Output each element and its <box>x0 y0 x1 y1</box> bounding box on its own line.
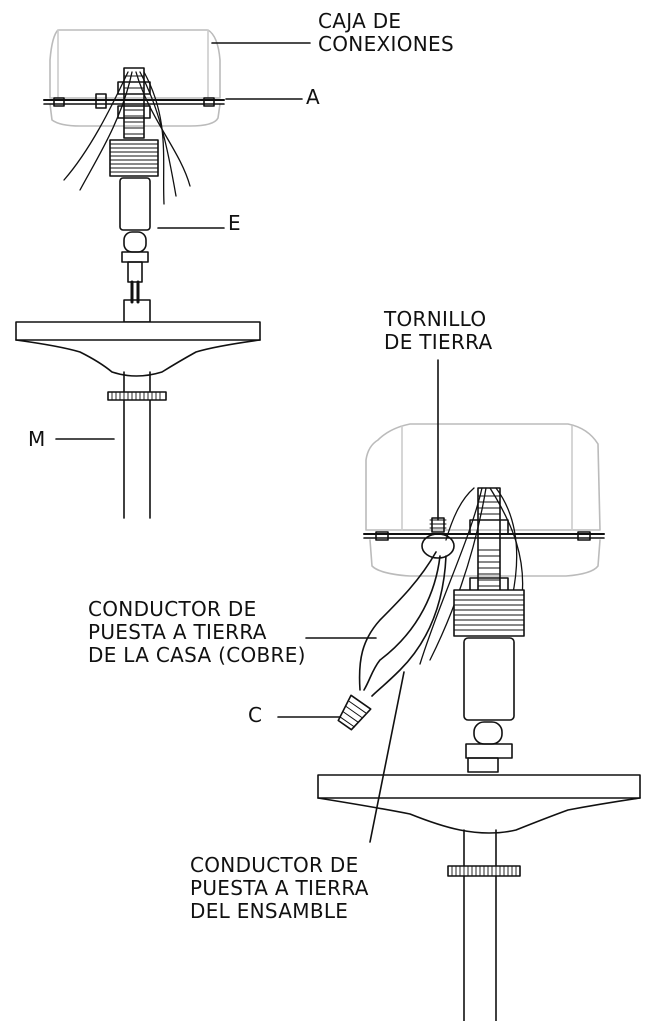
coupling-left <box>109 139 159 177</box>
label-conductor-casa-line-2: PUESTA A TIERRA <box>88 620 267 644</box>
label-a: A <box>306 85 320 109</box>
label-conductor-ensamble-line-1: CONDUCTOR DE <box>190 853 359 877</box>
ground-screw <box>421 359 455 559</box>
downrod-m <box>107 371 167 519</box>
label-conductor-ensamble-line-2: PUESTA A TIERRA <box>190 876 369 900</box>
label-caja-line-2: CONEXIONES <box>318 32 454 56</box>
wires-left <box>63 71 191 205</box>
label-tornillo-de-tierra: TORNILLO DE TIERRA <box>384 308 493 354</box>
downrod-right <box>447 829 521 1021</box>
wire-nut-c <box>337 694 372 731</box>
label-m: M <box>28 427 46 451</box>
label-conductor-casa-line-3: DE LA CASA (COBRE) <box>88 643 306 667</box>
coupling-right <box>453 589 525 637</box>
label-c: C <box>248 703 263 727</box>
right-assembly <box>277 359 641 1021</box>
left-assembly <box>15 29 311 519</box>
canopy-left <box>15 299 261 377</box>
label-caja-de-conexiones: CAJA DE CONEXIONES <box>318 10 454 56</box>
label-conductor-ensamble-line-3: DEL ENSAMBLE <box>190 899 349 923</box>
junction-box-right <box>365 423 601 577</box>
threaded-rod-right <box>469 487 509 599</box>
ground-wires <box>358 551 447 697</box>
canopy-right <box>317 774 641 834</box>
label-conductor-casa: CONDUCTOR DE PUESTA A TIERRA DE LA CASA … <box>88 598 306 667</box>
label-tornillo-line-1: TORNILLO <box>384 307 487 331</box>
label-e: E <box>228 211 241 235</box>
mounting-bracket-a <box>43 93 225 109</box>
label-caja-line-1: CAJA DE <box>318 9 402 33</box>
junction-box-left <box>49 29 221 127</box>
leader-conductor-ensamble <box>369 671 405 843</box>
label-conductor-ensamble: CONDUCTOR DE PUESTA A TIERRA DEL ENSAMBL… <box>190 854 369 923</box>
threaded-rod-left <box>117 67 151 139</box>
hanger-right <box>463 637 515 773</box>
hanger-ball-e <box>119 177 151 304</box>
label-conductor-casa-line-1: CONDUCTOR DE <box>88 597 257 621</box>
label-tornillo-line-2: DE TIERRA <box>384 330 493 354</box>
